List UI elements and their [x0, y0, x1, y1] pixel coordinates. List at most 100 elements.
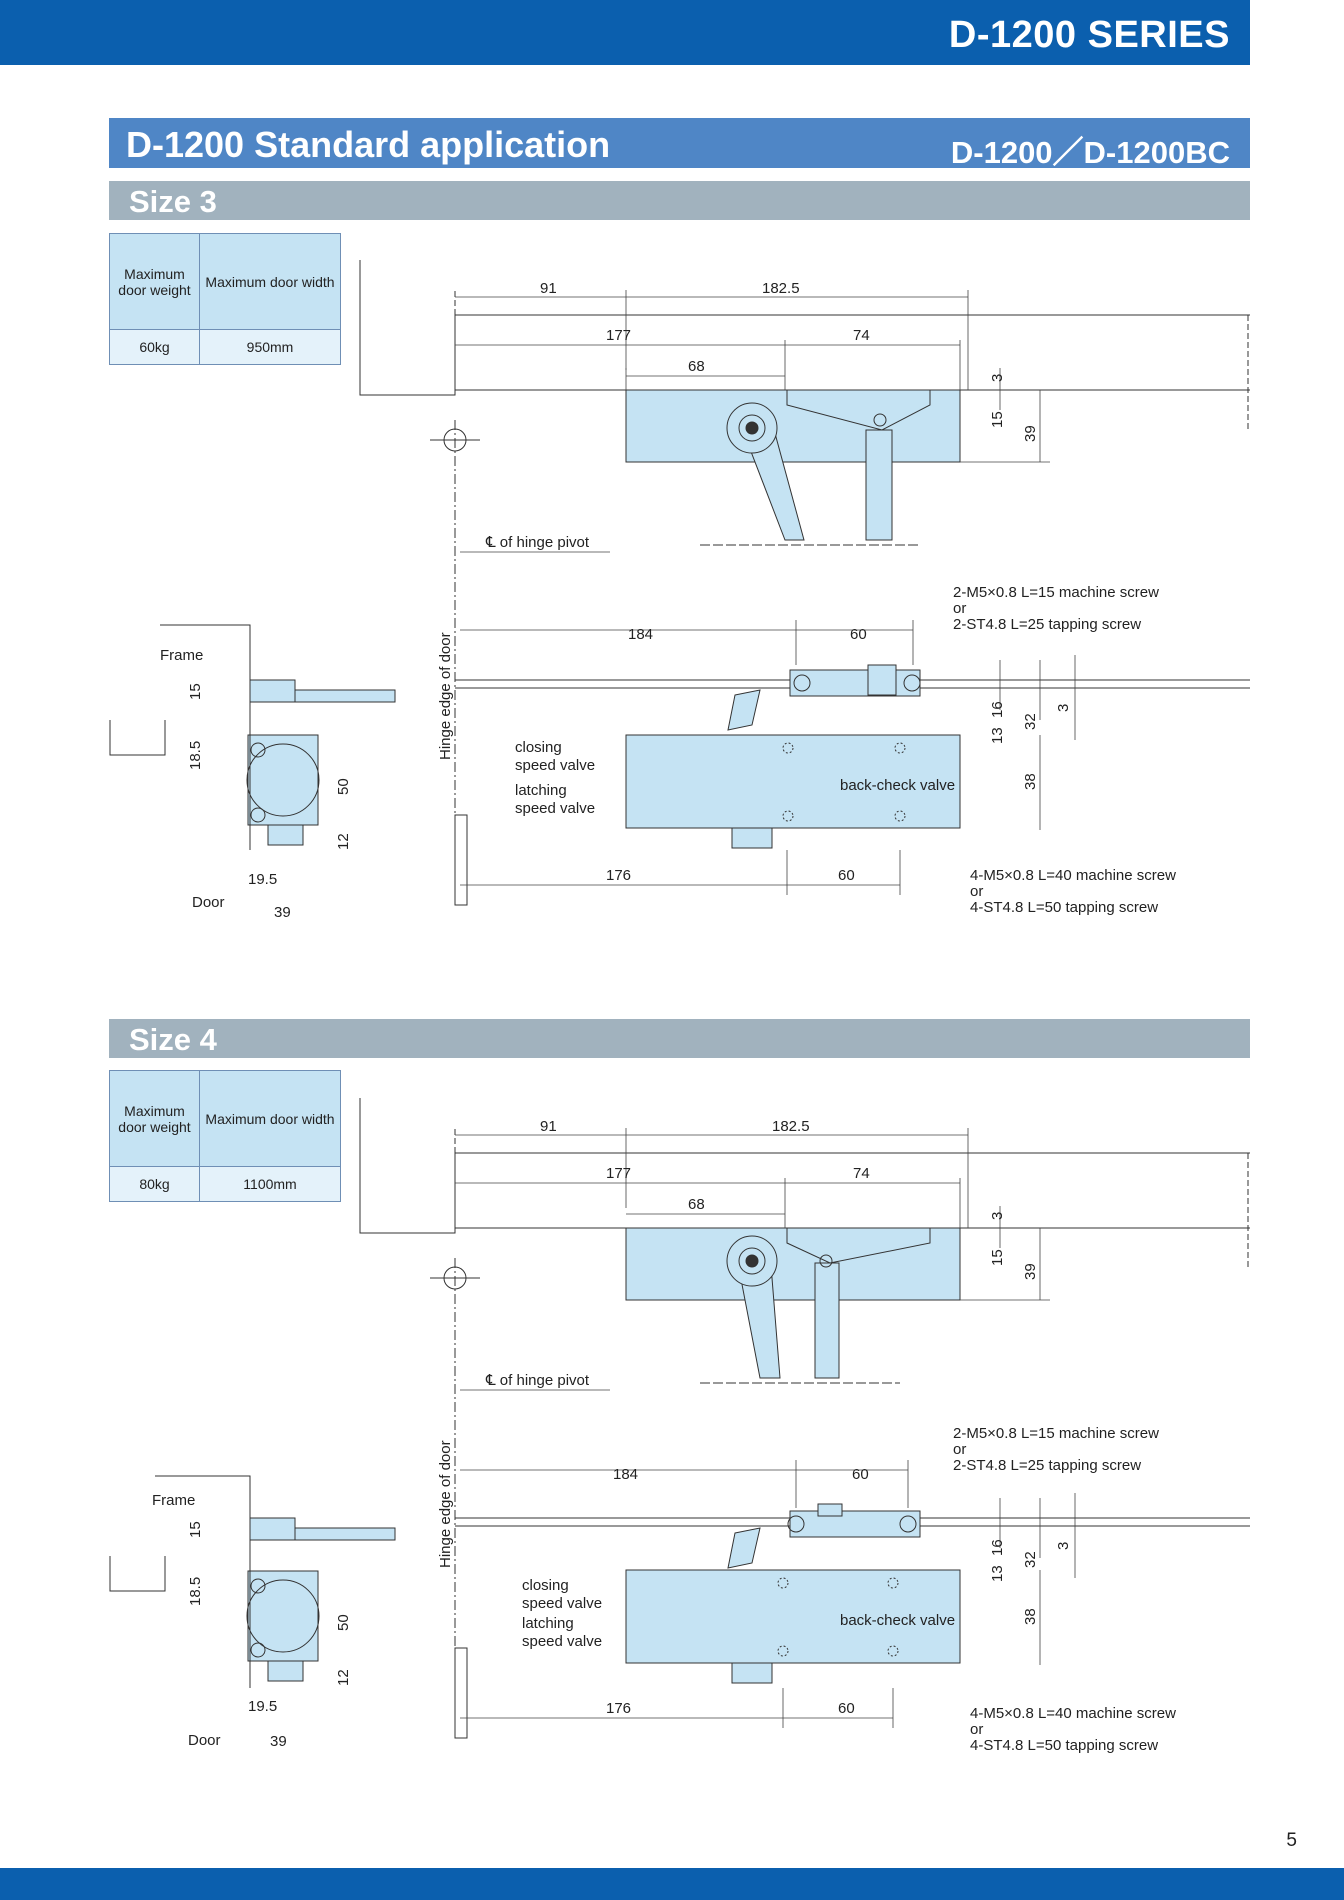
size-3-title: Size 3 — [129, 184, 217, 219]
dim-side-e: 19.5 — [248, 1698, 277, 1715]
top-view — [359, 260, 1250, 850]
body-screw-label-1: 4-M5×0.8 L=40 machine screw — [970, 1705, 1176, 1722]
size-3-bar: Size 3 — [109, 181, 1250, 220]
dim-front-b: 60 — [852, 1466, 869, 1483]
dim-front-v3: 32 — [1022, 713, 1039, 730]
dim-front-c: 176 — [606, 1700, 631, 1717]
side-view — [109, 624, 396, 850]
closing-valve-label-1: closing — [522, 1577, 569, 1594]
latching-valve-label-2: speed valve — [522, 1633, 602, 1650]
top-view — [359, 1098, 1250, 1688]
front-view — [454, 664, 1250, 906]
bracket-screw-label-1: 2-M5×0.8 L=15 machine screw — [953, 1425, 1159, 1442]
bracket-screw-label-2: or — [953, 600, 966, 617]
dim-top-v3: 39 — [1022, 1263, 1039, 1280]
back-check-label: back-check valve — [840, 777, 955, 794]
body-screw-label-1: 4-M5×0.8 L=40 machine screw — [970, 867, 1176, 884]
dim-top-c: 177 — [606, 327, 631, 344]
bracket-screw-label-2: or — [953, 1441, 966, 1458]
body-screw-label-3: 4-ST4.8 L=50 tapping screw — [970, 899, 1158, 916]
dim-side-a: 15 — [187, 683, 204, 700]
bottom-band — [0, 1868, 1344, 1900]
body-screw-label-2: or — [970, 1721, 983, 1738]
dim-front-v1: 16 — [989, 701, 1006, 718]
dim-top-b: 182.5 — [772, 1118, 810, 1135]
dim-side-d: 12 — [335, 1669, 352, 1686]
dim-front-v5: 38 — [1022, 1608, 1039, 1625]
section-bar: D-1200 Standard application D-1200／D-120… — [109, 118, 1250, 170]
spec-header-weight: Maximum door weight — [109, 1070, 200, 1167]
dim-front-v4: 3 — [1055, 704, 1072, 712]
section-models: D-1200／D-1200BC — [950, 135, 1230, 170]
dim-front-d: 60 — [838, 867, 855, 884]
section-title: D-1200 Standard application — [126, 124, 611, 165]
hinge-pivot-label: ℄ of hinge pivot — [485, 534, 590, 551]
dim-top-d: 74 — [853, 1165, 870, 1182]
dim-top-v1: 3 — [989, 374, 1006, 382]
back-check-label: back-check valve — [840, 1612, 955, 1629]
latching-valve-label-2: speed valve — [515, 800, 595, 817]
page-number: 5 — [1286, 1830, 1297, 1851]
closing-valve-label-2: speed valve — [522, 1595, 602, 1612]
dim-front-v3: 32 — [1022, 1551, 1039, 1568]
series-title: D-1200 SERIES — [948, 14, 1230, 56]
closing-valve-label-1: closing — [515, 739, 562, 756]
dim-top-a: 91 — [540, 280, 557, 297]
dim-side-f: 39 — [274, 904, 291, 921]
dim-front-a: 184 — [628, 626, 653, 643]
dim-top-v1: 3 — [989, 1212, 1006, 1220]
size-4-spec-table: Maximum door weight Maximum door width 8… — [109, 1070, 341, 1202]
body-screw-label-2: or — [970, 883, 983, 900]
spec-header-width: Maximum door width — [199, 233, 341, 330]
top-dimensions — [455, 290, 1050, 463]
dim-front-v2: 13 — [989, 727, 1006, 744]
size-3-weight: 60kg — [109, 329, 200, 365]
size-4-drawing: 91 182.5 177 74 68 3 15 39 ℄ of hinge pi… — [109, 1098, 1250, 1754]
front-dimensions — [460, 620, 1076, 895]
spec-header-weight: Maximum door weight — [109, 233, 200, 330]
spec-header-width: Maximum door width — [199, 1070, 341, 1167]
dim-top-v2: 15 — [989, 1249, 1006, 1266]
hinge-edge-label: Hinge edge of door — [437, 1440, 454, 1568]
size-4-weight: 80kg — [109, 1166, 200, 1202]
dim-top-d: 74 — [853, 327, 870, 344]
dim-top-e: 68 — [688, 358, 705, 375]
dim-front-v5: 38 — [1022, 773, 1039, 790]
dim-top-c: 177 — [606, 1165, 631, 1182]
size-3-spec-table: Maximum door weight Maximum door width 6… — [109, 233, 341, 365]
top-dimensions — [455, 1128, 1050, 1301]
frame-label: Frame — [160, 647, 203, 664]
dim-top-b: 182.5 — [762, 280, 800, 297]
dim-side-a: 15 — [187, 1521, 204, 1538]
closing-valve-label-2: speed valve — [515, 757, 595, 774]
dim-front-d: 60 — [838, 1700, 855, 1717]
dim-front-b: 60 — [850, 626, 867, 643]
dim-top-a: 91 — [540, 1118, 557, 1135]
door-label: Door — [192, 894, 225, 911]
size-3-drawing: 91 182.5 177 74 68 3 15 39 ℄ of hinge pi… — [109, 260, 1250, 921]
body-screw-label-3: 4-ST4.8 L=50 tapping screw — [970, 1737, 1158, 1754]
dim-side-b: 18.5 — [187, 1577, 204, 1606]
dim-top-v2: 15 — [989, 411, 1006, 428]
door-label: Door — [188, 1732, 221, 1749]
dim-side-c: 50 — [335, 778, 352, 795]
frame-label: Frame — [152, 1492, 195, 1509]
dim-front-v1: 16 — [989, 1539, 1006, 1556]
size-4-title: Size 4 — [129, 1022, 217, 1057]
dim-front-v4: 3 — [1055, 1542, 1072, 1550]
bracket-screw-label-1: 2-M5×0.8 L=15 machine screw — [953, 584, 1159, 601]
dim-front-c: 176 — [606, 867, 631, 884]
front-dimensions — [460, 1460, 1076, 1728]
dim-top-v3: 39 — [1022, 425, 1039, 442]
front-view — [454, 1503, 1250, 1739]
side-view — [109, 1475, 396, 1688]
latching-valve-label-1: latching — [515, 782, 567, 799]
dim-side-b: 18.5 — [187, 741, 204, 770]
size-4-width: 1100mm — [199, 1166, 341, 1202]
dim-side-e: 19.5 — [248, 871, 277, 888]
dim-side-d: 12 — [335, 833, 352, 850]
latching-valve-label-1: latching — [522, 1615, 574, 1632]
hinge-pivot-label: ℄ of hinge pivot — [485, 1372, 590, 1389]
hinge-edge-label: Hinge edge of door — [437, 632, 454, 760]
dim-side-f: 39 — [270, 1733, 287, 1750]
